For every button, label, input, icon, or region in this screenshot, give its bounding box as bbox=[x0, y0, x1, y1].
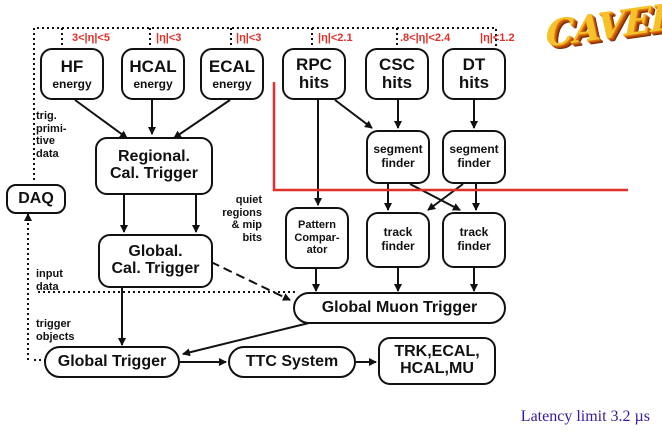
range-ecal: |η|<3 bbox=[236, 32, 262, 44]
regional-cal-line1: Regional. bbox=[117, 148, 190, 166]
hf-energy-box: HF energy bbox=[40, 48, 104, 100]
global-cal-line2: Cal. Trigger bbox=[111, 260, 200, 277]
segment-finder-csc-line1: segment bbox=[373, 142, 423, 157]
track-finder-2-line1: track bbox=[459, 225, 489, 240]
range-dt: |η|<1.2 bbox=[480, 32, 515, 44]
hf-sub: energy bbox=[52, 76, 92, 91]
range-hf: 3<|η|<5 bbox=[72, 32, 110, 44]
segment-finder-dt-line2: finder bbox=[457, 156, 491, 170]
segment-finder-dt-box: segment finder bbox=[442, 130, 506, 184]
track-finder-1-line1: track bbox=[383, 225, 413, 240]
ecal-sub: energy bbox=[212, 76, 252, 91]
ecal-title: ECAL bbox=[208, 56, 256, 76]
latency-limit-text: Latency limit 3.2 µs bbox=[520, 408, 650, 425]
global-cal-trigger-box: Global. Cal. Trigger bbox=[98, 234, 213, 288]
daq-label: DAQ bbox=[18, 189, 54, 207]
ttc-system-box: TTC System bbox=[228, 346, 356, 378]
track-finder-1-box: track finder bbox=[366, 212, 430, 268]
pattern-comparator-line1: Pattern bbox=[298, 219, 336, 232]
outputs-line1: TRK,ECAL, bbox=[394, 343, 480, 361]
ecal-energy-box: ECAL energy bbox=[200, 48, 264, 100]
regional-cal-trigger-box: Regional. Cal. Trigger bbox=[95, 137, 213, 195]
csc-title: CSC bbox=[379, 55, 415, 75]
dt-title: DT bbox=[462, 55, 486, 75]
quiet-regions-label: quiet regions & mip bits bbox=[222, 194, 262, 244]
trig-primitive-data-label: trig. primi- tive data bbox=[36, 110, 67, 160]
cavern-boundary bbox=[272, 82, 628, 192]
global-trigger-box: Global Trigger bbox=[44, 346, 180, 378]
global-cal-line1: Global. bbox=[128, 243, 183, 261]
hcal-title: HCAL bbox=[129, 56, 177, 76]
pattern-comparator-line2: Compar- bbox=[294, 231, 340, 244]
global-muon-trigger-label: Global Muon Trigger bbox=[321, 298, 478, 316]
daq-box: DAQ bbox=[6, 184, 66, 214]
range-rpc: |η|<2.1 bbox=[318, 32, 353, 44]
global-trigger-label: Global Trigger bbox=[57, 352, 167, 370]
track-finder-1-line2: finder bbox=[381, 239, 415, 253]
outputs-box: TRK,ECAL, HCAL,MU bbox=[378, 337, 496, 385]
segment-finder-csc-line2: finder bbox=[381, 156, 415, 170]
rpc-sub: hits bbox=[298, 73, 330, 92]
trigger-objects-label: trigger objects bbox=[36, 318, 75, 343]
hcal-sub: energy bbox=[133, 76, 173, 91]
ttc-system-label: TTC System bbox=[245, 352, 339, 370]
track-finder-2-box: track finder bbox=[442, 212, 506, 268]
track-finder-2-line2: finder bbox=[457, 239, 491, 253]
csc-hits-box: CSC hits bbox=[365, 48, 429, 100]
dt-sub: hits bbox=[458, 73, 490, 92]
pattern-comparator-line3: ator bbox=[306, 244, 328, 257]
regional-cal-line2: Cal. Trigger bbox=[109, 165, 199, 182]
global-muon-trigger-box: Global Muon Trigger bbox=[293, 292, 506, 324]
dt-hits-box: DT hits bbox=[442, 48, 506, 100]
hcal-energy-box: HCAL energy bbox=[121, 48, 185, 100]
outputs-line2: HCAL,MU bbox=[400, 360, 474, 377]
pattern-comparator-box: Pattern Compar- ator bbox=[285, 207, 349, 269]
rpc-hits-box: RPC hits bbox=[282, 48, 346, 100]
input-data-label: input data bbox=[36, 268, 63, 293]
csc-sub: hits bbox=[381, 73, 413, 92]
range-csc: .8<|η|<2.4 bbox=[400, 32, 451, 44]
range-hcal: |η|<3 bbox=[156, 32, 182, 44]
hf-title: HF bbox=[60, 56, 84, 76]
rpc-title: RPC bbox=[296, 55, 332, 75]
segment-finder-dt-line1: segment bbox=[449, 142, 499, 157]
segment-finder-csc-box: segment finder bbox=[366, 130, 430, 184]
